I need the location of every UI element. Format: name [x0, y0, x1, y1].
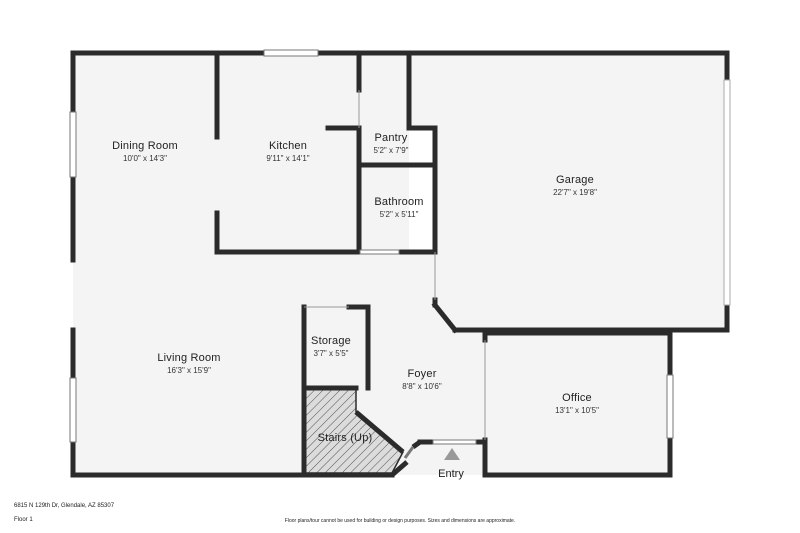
room-bathroom: Bathroom 5'2" x 5'11"	[374, 196, 423, 219]
room-kitchen: Kitchen 9'11" x 14'1"	[266, 140, 309, 163]
room-name: Bathroom	[374, 196, 424, 208]
disclaimer-text: Floor plans/tour cannot be used for buil…	[284, 518, 516, 524]
room-office: Office 13'1" x 10'5"	[555, 392, 599, 415]
room-dining-room: Dining Room 10'0" x 14'3"	[112, 140, 178, 163]
stair-door	[403, 446, 415, 459]
room-name: Pantry	[374, 132, 408, 144]
room-name: Kitchen	[268, 140, 308, 152]
room-garage: Garage 22'7" x 19'8"	[553, 174, 597, 197]
floor-label: Floor 1	[14, 517, 33, 523]
floor-area	[73, 53, 727, 475]
walls	[70, 50, 730, 478]
room-foyer: Foyer 8'8" x 10'6"	[402, 368, 441, 391]
room-dimensions: 5'2" x 5'11"	[379, 210, 419, 219]
room-name: Living Room	[157, 352, 221, 364]
room-dimensions: 16'3" x 15'9"	[167, 366, 211, 375]
room-living-room: Living Room 16'3" x 15'9"	[157, 352, 220, 375]
room-name: Office	[562, 392, 592, 404]
room-storage: Storage 3'7" x 5'5"	[311, 335, 351, 358]
room-dimensions: 10'0" x 14'3"	[123, 154, 167, 163]
room-dimensions: 13'1" x 10'5"	[555, 406, 599, 415]
room-dimensions: 8'8" x 10'6"	[402, 382, 442, 391]
room-dimensions: 5'2" x 7'9"	[373, 146, 409, 155]
room-name: Foyer	[407, 368, 437, 380]
openings	[69, 49, 731, 445]
room-name: Stairs (Up)	[317, 432, 373, 444]
room-dimensions: 3'7" x 5'5"	[313, 349, 349, 358]
room-dimensions: 22'7" x 19'8"	[553, 188, 597, 197]
stair-wall	[354, 410, 422, 477]
room-name: Dining Room	[112, 140, 178, 152]
address-text: 6815 N 129th Dr, Glendale, AZ 85307	[14, 503, 115, 509]
entry-label: Entry	[438, 468, 464, 480]
room-name: Storage	[311, 335, 351, 347]
room-name: Garage	[556, 174, 594, 186]
room-dimensions: 9'11" x 14'1"	[266, 154, 310, 163]
room-pantry: Pantry 5'2" x 7'9"	[374, 132, 409, 155]
room-stairs: Stairs (Up)	[318, 432, 373, 444]
entry-arrow-icon	[444, 448, 460, 460]
